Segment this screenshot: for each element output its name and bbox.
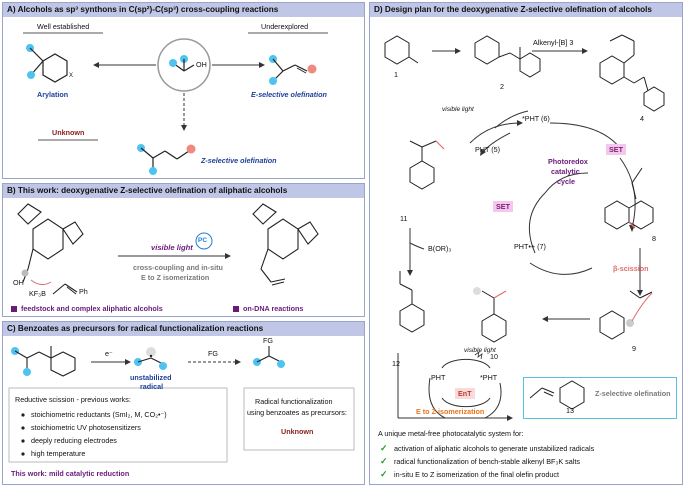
radical-box-unknown: Unknown (281, 427, 314, 436)
c4-label: 4 (640, 114, 644, 123)
panel-b: B) This work: deoxygenative Z-selective … (2, 183, 365, 317)
check-icon-3: ✓ (380, 469, 388, 479)
c11-label: 11 (400, 214, 408, 223)
c10-label: 10 (490, 352, 498, 361)
reductive-title: Reductive scission - previous works: (15, 395, 131, 404)
well-established-label: Well established (37, 22, 90, 31)
reductive-item-4: high temperature (31, 449, 86, 458)
panel-a-title: A) Alcohols as sp³ synthons in C(sp²)-C(… (3, 3, 364, 17)
z-olefination-label: Z-selective olefination (201, 156, 277, 165)
c12-label: 12 (392, 359, 400, 368)
reductive-item-1: stoichiometric reductants (SmI₂, M, CO₂•… (31, 410, 167, 419)
radical-box-line1: Radical functionalization (255, 397, 333, 406)
unstabilized-label: unstabilized (130, 373, 172, 382)
cycle-line3: cycle (557, 177, 575, 186)
ph-b-label: Ph (79, 287, 88, 296)
pht-label: PHT (431, 373, 446, 382)
check-icon-1: ✓ (380, 443, 388, 453)
pht6-label: *PHT (6) (522, 114, 550, 123)
c1-label: 1 (394, 70, 398, 79)
reagent-label: Alkenyl-[B] 3 (533, 38, 574, 47)
set-badge-bottom: SET (493, 201, 513, 212)
radical-box-line2: using benzoates as precursors: (247, 408, 347, 417)
check-icon-2: ✓ (380, 456, 388, 466)
this-work-label: This work: mild catalytic reduction (11, 469, 130, 478)
panel-c-title: C) Benzoates as precursors for radical f… (3, 322, 364, 336)
panel-c-graphics (8, 346, 355, 463)
fg-product-label: FG (263, 336, 273, 345)
c9-label: 9 (632, 344, 636, 353)
cross-coupling-line1: cross-coupling and in-situ (133, 263, 223, 272)
e-to-z-label: E to Z isomerization (416, 407, 485, 416)
reductive-item-2: stoichiometric UV photosensitizers (31, 423, 141, 432)
summary-label: A unique metal-free photocatalytic syste… (378, 429, 524, 438)
check-item-1: activation of aliphatic alcohols to gene… (394, 444, 595, 453)
panel-b-graphics (11, 203, 319, 312)
c13-label: 13 (566, 406, 574, 415)
visible-light-d: visible light (442, 106, 474, 113)
z-selective-label: Z-selective olefination (595, 389, 671, 398)
oh-label: OH (196, 60, 207, 69)
electron-label: e⁻ (105, 349, 113, 358)
panel-d-title: D) Design plan for the deoxygenative Z-s… (370, 3, 682, 17)
x-label: X (69, 73, 74, 79)
panel-a: A) Alcohols as sp³ synthons in C(sp²)-C(… (2, 2, 365, 179)
product-box (523, 377, 677, 419)
unknown-label: Unknown (52, 128, 85, 137)
bullet-feedstock: feedstock and complex aliphatic alcohols (21, 304, 163, 313)
e-olefination-label: E-selective olefination (251, 90, 327, 99)
radical-label: radical (140, 382, 164, 391)
pht-star-label: *PHT (480, 373, 498, 382)
visible-light-b: visible light (151, 243, 193, 252)
set-badge-top: SET (606, 144, 626, 155)
panel-c: C) Benzoates as precursors for radical f… (2, 321, 365, 485)
visible-light-ent: visible light (464, 347, 496, 354)
panel-b-title: B) This work: deoxygenative Z-selective … (3, 184, 364, 198)
fg-label: FG (208, 349, 218, 358)
arylation-label: Arylation (37, 90, 69, 99)
beta-scission-label: β-scission (613, 264, 649, 273)
reductive-item-3: deeply reducing electrodes (31, 436, 117, 445)
c2-label: 2 (500, 82, 504, 91)
ent-badge: EnT (455, 388, 475, 399)
check-item-2: radical functionalization of bench-stabl… (394, 457, 580, 466)
panel-d-graphics (384, 34, 665, 421)
oh-b-label: OH (13, 278, 24, 287)
bullet-on-dna: on-DNA reactions (243, 304, 304, 313)
pht5-label: PHT (5) (475, 145, 501, 154)
b-or3-label: B(OR)₃ (428, 244, 452, 253)
pht7-label: PHT•+ (7) (514, 242, 546, 251)
pc-label: PC (198, 237, 208, 244)
cycle-line1: Photoredox (548, 157, 588, 166)
cross-coupling-line2: E to Z isomerization (141, 273, 210, 282)
underexplored-label: Underexplored (261, 22, 309, 31)
cycle-line2: catalytic (551, 167, 580, 176)
kf3b-label: KF₃B (29, 289, 46, 298)
panel-d: D) Design plan for the deoxygenative Z-s… (369, 2, 683, 485)
panel-a-graphics (23, 32, 328, 175)
c8-label: 8 (652, 234, 656, 243)
check-item-3: in-situ E to Z isomerization of the fina… (394, 470, 559, 479)
